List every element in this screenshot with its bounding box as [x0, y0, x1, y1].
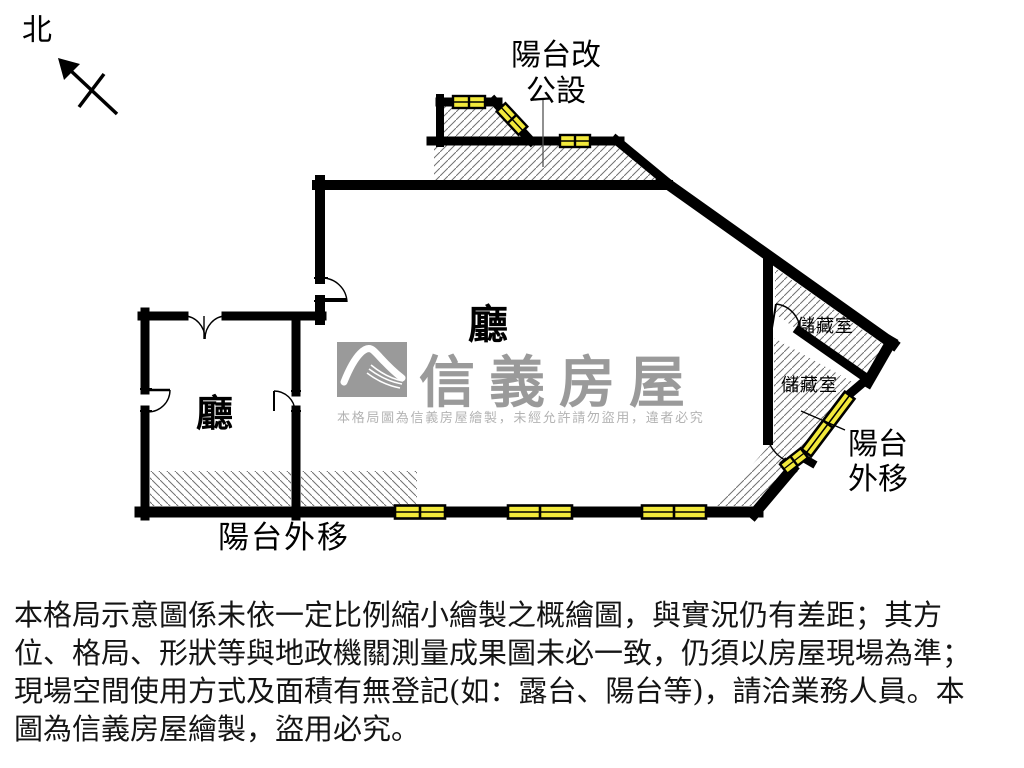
- main-hall-label: 廳: [468, 301, 508, 348]
- hatch-region-storage-1: [775, 268, 884, 379]
- disclaimer-line: 圖為信義房屋繪製，盜用必究。: [14, 712, 421, 746]
- door-left-room-west: [140, 388, 171, 413]
- window-symbol: [506, 504, 574, 520]
- window-symbol: [778, 446, 810, 476]
- balcony-bottom-label: 陽台外移: [218, 520, 350, 556]
- balcony-public-line1: 陽台改: [511, 38, 601, 73]
- door-balcony-right: [765, 411, 788, 462]
- north-arrow-icon: [58, 58, 119, 116]
- disclaimer-line: 本格局示意圖係未依一定比例縮小繪製之概繪圖，與實況仍有差距；其方: [14, 598, 943, 632]
- brand-logo-icon: [337, 342, 407, 397]
- balcony-public-line2: 公設: [526, 74, 586, 109]
- storage-room-1-label: 儲藏室: [797, 316, 854, 337]
- window-symbols: [393, 94, 857, 520]
- balcony-right-label: 陽台外移: [841, 427, 915, 497]
- door-storage-1: [771, 303, 801, 331]
- hatch-regions: [150, 106, 884, 506]
- brand-copyright-notice: 本格局圖為信義房屋繪製，未經允許請勿盜用，違者必究: [337, 411, 705, 426]
- window-symbol: [451, 94, 487, 110]
- hatch-region-left-room-balcony: [150, 471, 291, 506]
- brand-wordmark: 信義房屋: [419, 350, 699, 416]
- balcony-right-line2: 外移: [848, 462, 908, 497]
- disclaimer-line: 位、格局、形狀等與地政機關測量成果圖未必一致，仍須以房屋現場為準；: [14, 636, 972, 670]
- leader-balcony-right: [800, 410, 846, 431]
- window-symbol: [393, 504, 447, 520]
- storage-room-2-label: 儲藏室: [781, 375, 838, 396]
- window-symbol: [495, 101, 529, 137]
- door-left-room-east: [273, 390, 301, 412]
- hatch-region-top-balcony-lower: [434, 145, 657, 180]
- balcony-public-label: 陽台改公設: [466, 38, 646, 110]
- hatch-region-top-balcony-upper: [444, 106, 521, 138]
- balcony-right-line1: 陽台: [848, 427, 908, 462]
- window-symbol: [640, 504, 708, 520]
- disclaimer-line: 現場空間使用方式及面積有無登記(如：露台、陽台等)，請洽業務人員。本: [14, 674, 965, 708]
- window-symbol: [558, 133, 592, 149]
- disclaimer-text: 本格局示意圖係未依一定比例縮小繪製之概繪圖，與實況仍有差距；其方位、格局、形狀等…: [14, 596, 1016, 748]
- door-arcs: [140, 277, 801, 462]
- hatch-region-storage-2-balcony: [716, 338, 856, 506]
- north-label: 北: [22, 13, 52, 48]
- leader-lines: [542, 99, 846, 431]
- left-hall-label: 廳: [196, 391, 233, 435]
- hatch-region-main-hall-balcony: [301, 471, 417, 506]
- door-left-room-double: [180, 311, 230, 340]
- door-main-hall-left: [314, 277, 348, 303]
